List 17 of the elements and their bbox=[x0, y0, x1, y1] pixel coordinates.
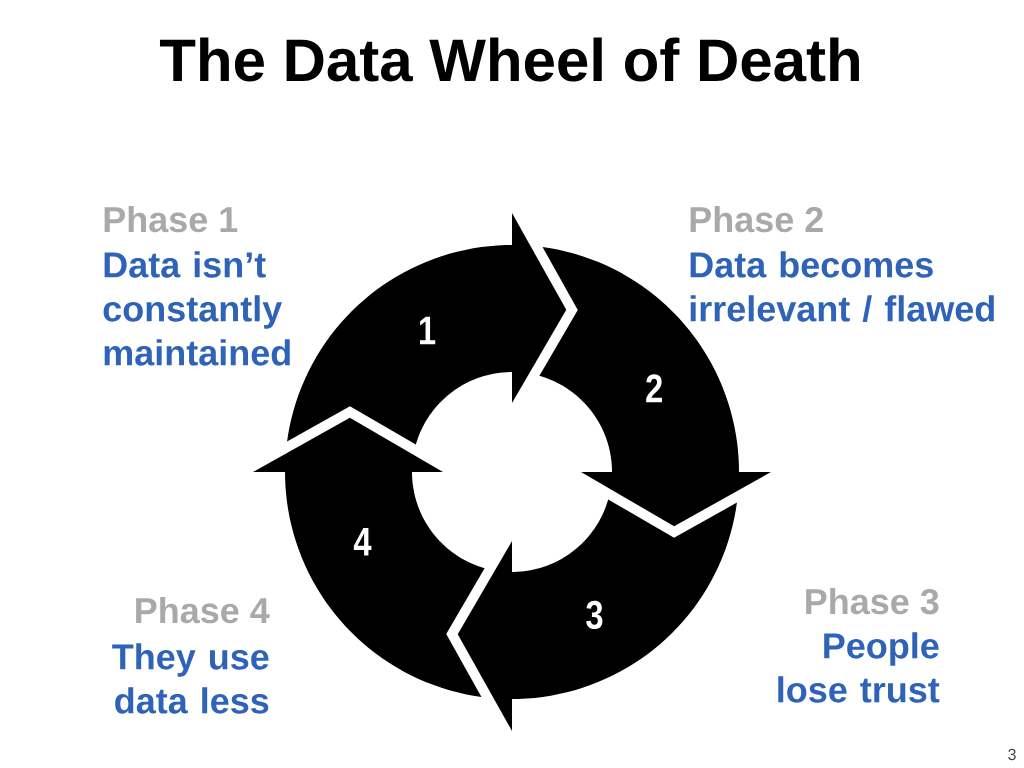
phase-heading: Phase 4 bbox=[136, 596, 270, 624]
node-label: 3 bbox=[586, 600, 603, 630]
arrowhead bbox=[581, 472, 771, 527]
arrowhead bbox=[457, 541, 512, 731]
phase-description: They use data less bbox=[112, 643, 269, 714]
phase-heading: Phase 2 bbox=[690, 205, 823, 233]
arrowhead bbox=[253, 417, 443, 472]
node-label: 2 bbox=[646, 374, 662, 403]
phase-heading: Phase 1 bbox=[104, 205, 238, 233]
title: The Data Wheel of Death bbox=[159, 37, 859, 82]
arrowhead bbox=[512, 213, 567, 403]
page-number: 3 bbox=[1008, 748, 1016, 761]
phase-description: People lose trust bbox=[778, 632, 940, 703]
node-label: 1 bbox=[419, 316, 436, 345]
phase-heading: Phase 3 bbox=[806, 587, 939, 615]
phase-description: Data isn’t constantly maintained bbox=[103, 251, 290, 366]
node-label: 4 bbox=[353, 527, 372, 556]
